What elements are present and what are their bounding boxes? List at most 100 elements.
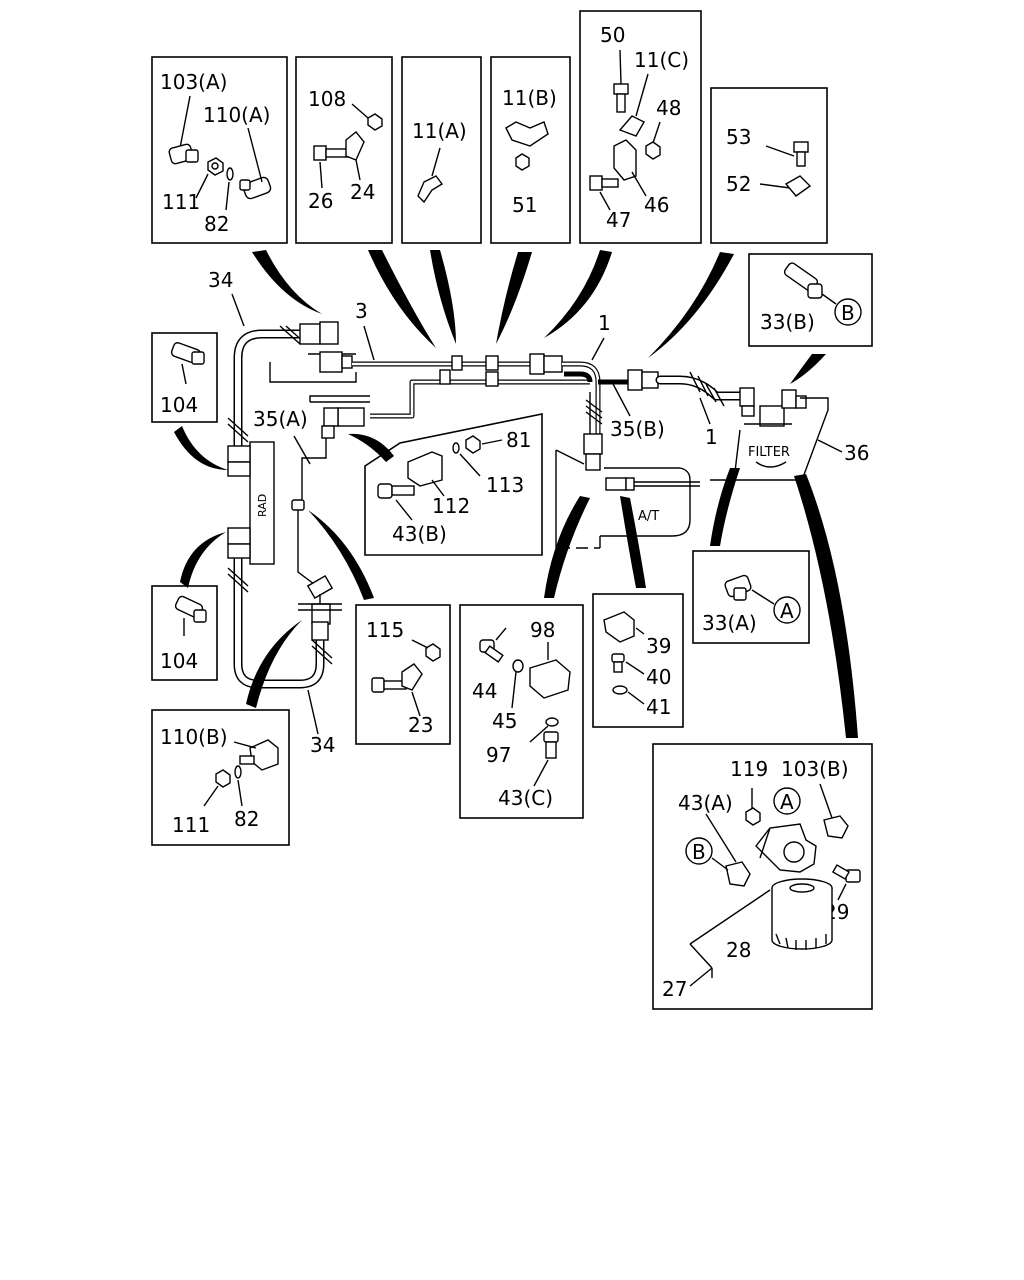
part-label-103a: 103(A) <box>160 70 227 94</box>
hose-end <box>311 603 331 625</box>
fitting-39 <box>603 611 635 643</box>
bolt-53 <box>793 141 809 167</box>
clip-11a <box>417 175 444 204</box>
callout-leaders <box>174 250 858 738</box>
fitting <box>543 355 563 373</box>
detail-box-33b: 33(B) B <box>748 253 873 347</box>
filter-label: FILTER <box>748 445 790 460</box>
part-label-41: 41 <box>646 695 671 719</box>
filter-element-28 <box>771 878 833 950</box>
detail-box-53: 53 52 <box>710 87 828 244</box>
detail-box-39: 39 40 41 <box>592 593 684 728</box>
washer-82 <box>226 167 234 181</box>
filter-head <box>755 823 817 873</box>
fitting <box>341 355 353 369</box>
hose-end <box>299 323 321 345</box>
circle-marker-a: A <box>780 599 794 623</box>
fitting <box>319 351 343 373</box>
part-label-27: 27 <box>662 977 687 1001</box>
part-label-48: 48 <box>656 96 681 120</box>
part-label-81: 81 <box>506 428 531 452</box>
fitting-33a <box>724 574 752 601</box>
part-label-115: 115 <box>366 618 404 642</box>
part-label-98: 98 <box>530 618 555 642</box>
fitting <box>291 499 305 511</box>
part-label-11b: 11(B) <box>502 86 557 110</box>
detail-box-33a: 33(A) A <box>692 550 810 644</box>
hose-clamp <box>227 527 251 545</box>
part-label-28: 28 <box>726 938 751 962</box>
bolt-47 <box>589 175 619 191</box>
detail-box-50: 50 11(C) 48 47 46 <box>579 10 702 244</box>
part-label-108: 108 <box>308 87 346 111</box>
clip-11b <box>505 121 549 147</box>
detail-box-103a: 103(A) 110(A) 111 82 <box>151 56 288 244</box>
detail-box-11b: 11(B) 51 <box>490 56 571 244</box>
detail-box-104-top: 104 <box>151 332 218 423</box>
o-ring-41 <box>612 685 628 695</box>
label-line-36: 36 <box>844 441 869 465</box>
part-label-113: 113 <box>486 473 524 497</box>
bolt-and-clip-23 <box>371 663 423 693</box>
fitting-103b <box>823 815 849 839</box>
part-label-111-b: 111 <box>172 813 210 837</box>
part-label-43a: 43(A) <box>678 791 733 815</box>
label-hose-34-bottom: 34 <box>310 733 335 757</box>
o-ring-97 <box>545 717 559 727</box>
fitting-33b-main <box>781 389 797 409</box>
transmission-label: A/T <box>638 509 659 524</box>
part-label-11c: 11(C) <box>634 48 689 72</box>
bolt-43b <box>377 483 415 499</box>
hose-clamp <box>227 461 251 477</box>
radiator: RAD <box>249 441 275 565</box>
part-label-46: 46 <box>644 193 669 217</box>
clip-marker <box>451 355 463 371</box>
part-label-33b: 33(B) <box>760 310 815 334</box>
part-label-82-b: 82 <box>234 807 259 831</box>
part-label-33a: 33(A) <box>702 611 757 635</box>
fitting <box>323 407 339 427</box>
circle-marker-b-filter: B <box>692 840 706 864</box>
label-tube-35b: 35(B) <box>610 417 665 441</box>
nut-119 <box>745 807 761 826</box>
clip-52 <box>784 175 812 197</box>
fitting-40 <box>611 653 625 673</box>
detail-box-115: 115 23 <box>355 604 451 745</box>
part-label-53: 53 <box>726 125 751 149</box>
hose-clamp <box>227 445 251 463</box>
fitting-43c <box>543 731 559 759</box>
fitting <box>585 453 601 471</box>
detail-box-11a: 11(A) <box>401 56 482 244</box>
banjo-110a <box>239 176 272 200</box>
nut-81 <box>465 435 481 454</box>
banjo-44 <box>479 639 504 663</box>
part-label-104-bottom: 104 <box>160 649 198 673</box>
label-tube-3: 3 <box>355 299 368 323</box>
block-98 <box>529 659 571 699</box>
part-label-26: 26 <box>308 189 333 213</box>
fitting-104-bottom <box>174 595 207 623</box>
fitting <box>583 433 603 455</box>
part-label-111: 111 <box>162 190 200 214</box>
part-label-103b: 103(B) <box>781 757 849 781</box>
fitting-104-top <box>170 342 205 365</box>
part-label-47: 47 <box>606 208 631 232</box>
part-label-112: 112 <box>432 494 470 518</box>
label-line-1-top: 1 <box>598 311 611 335</box>
part-label-119: 119 <box>730 757 768 781</box>
hose-clamp <box>227 543 251 559</box>
clip-marker <box>485 355 499 371</box>
part-label-104-top: 104 <box>160 393 198 417</box>
fitting <box>627 369 643 391</box>
part-label-110a: 110(A) <box>203 103 270 127</box>
nut-51 <box>515 153 530 171</box>
washer-82-b <box>234 765 242 779</box>
transmission-outline: A/T <box>555 449 691 549</box>
fitting <box>337 407 365 427</box>
part-label-43b: 43(B) <box>392 522 447 546</box>
fitting-33b <box>783 262 823 299</box>
label-hose-34-top: 34 <box>208 268 233 292</box>
fitting-33a-main <box>741 405 755 417</box>
banjo-110b <box>249 739 279 771</box>
